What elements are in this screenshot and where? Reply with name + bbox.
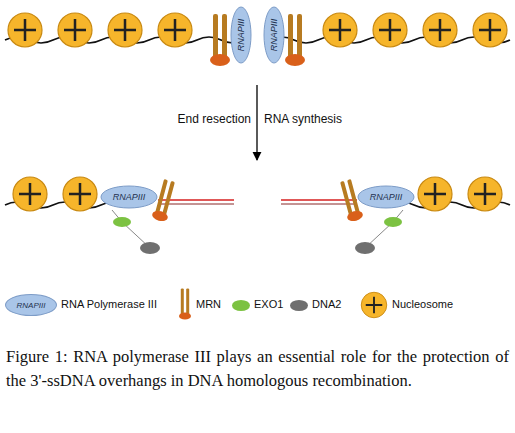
polymerase-shape bbox=[231, 7, 251, 63]
exo1-protein bbox=[384, 217, 402, 227]
nucleosome bbox=[473, 13, 507, 47]
ssdna-strand bbox=[112, 210, 150, 248]
dna2-protein bbox=[140, 242, 160, 254]
nucleosome bbox=[8, 13, 42, 47]
legend-swatch bbox=[232, 300, 250, 311]
nucleosome bbox=[13, 177, 47, 211]
legend-swatch bbox=[290, 300, 308, 311]
exo1-protein bbox=[113, 217, 131, 227]
nucleosome bbox=[468, 177, 502, 211]
step-label: RNA synthesis bbox=[264, 112, 342, 126]
step-label: End resection bbox=[178, 112, 251, 126]
legend-swatch: RNAPIII bbox=[5, 294, 57, 316]
polymerase-ellipse: RNAPIII bbox=[100, 185, 158, 209]
polymerase-label: RNAPIII bbox=[113, 192, 146, 202]
mrn-complex bbox=[285, 14, 305, 66]
legend-nucleosome-symbol bbox=[361, 292, 387, 318]
nucleosome bbox=[58, 13, 92, 47]
polymerase-shape bbox=[358, 186, 414, 208]
legend-label: Nucleosome bbox=[392, 298, 453, 310]
nucleosome bbox=[108, 13, 142, 47]
nucleosome bbox=[418, 177, 452, 211]
polymerase-label: RNAPIII bbox=[370, 192, 403, 202]
nucleosome bbox=[323, 13, 357, 47]
dna2-protein bbox=[355, 242, 375, 254]
nucleosome bbox=[158, 13, 192, 47]
swatch-label: RNAPIII bbox=[17, 301, 46, 310]
legend-label: MRN bbox=[196, 298, 221, 310]
polymerase-shape bbox=[101, 186, 157, 208]
polymerase-ellipse: RNAPIII bbox=[263, 6, 285, 64]
polymerase-ellipse: RNAPIII bbox=[357, 185, 415, 209]
nucleosome bbox=[373, 13, 407, 47]
mrn-complex bbox=[210, 14, 230, 66]
process-arrow bbox=[256, 85, 257, 160]
polymerase-label: RNAPIII bbox=[269, 19, 279, 52]
ssdna-strand bbox=[281, 204, 357, 205]
ssdna-strand bbox=[365, 210, 403, 248]
legend-label: DNA2 bbox=[312, 298, 341, 310]
polymerase-label: RNAPIII bbox=[236, 19, 246, 52]
nucleosome bbox=[423, 13, 457, 47]
ssdna-strand bbox=[158, 204, 234, 205]
polymerase-shape bbox=[264, 7, 284, 63]
figure-caption: Figure 1: RNA polymerase III plays an es… bbox=[6, 345, 509, 393]
legend-label: RNA Polymerase III bbox=[61, 298, 157, 310]
nucleosome bbox=[63, 177, 97, 211]
legend-mrn-symbol bbox=[179, 288, 191, 319]
polymerase-ellipse: RNAPIII bbox=[230, 6, 252, 64]
legend-label: EXO1 bbox=[254, 298, 283, 310]
